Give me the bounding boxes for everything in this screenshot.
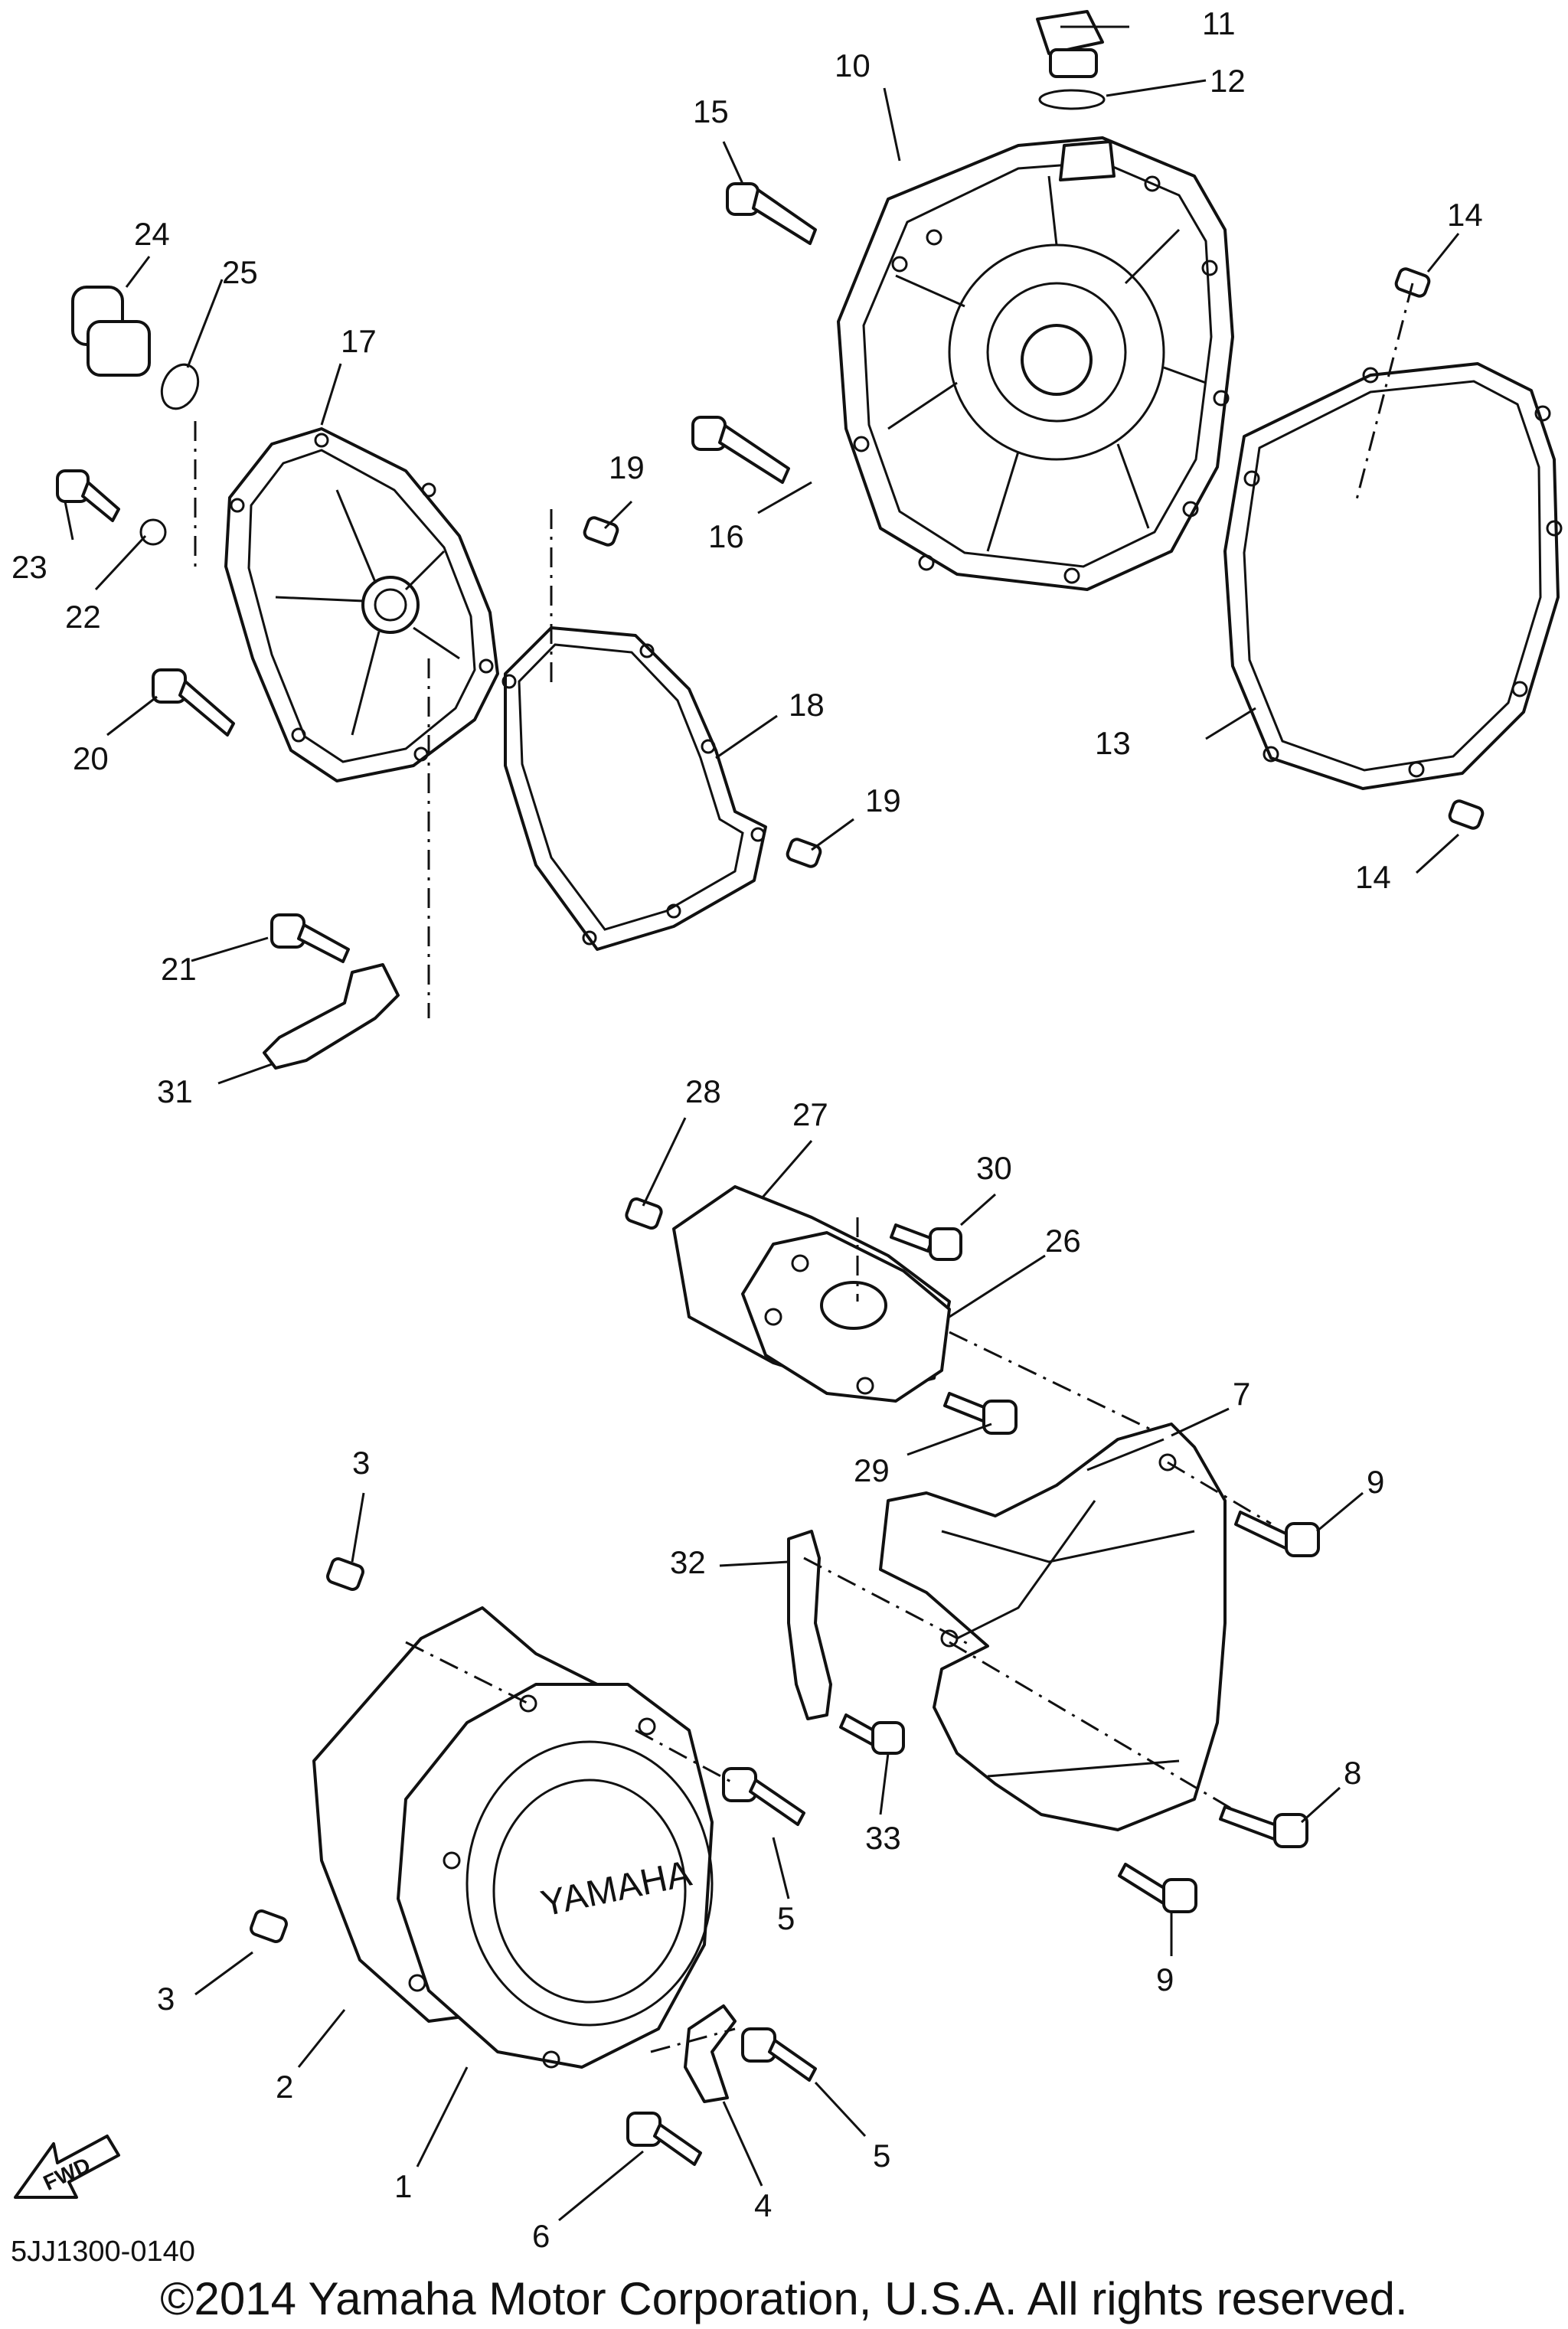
bolt-part-15 [726,182,817,245]
dowel-pin-part-28 [625,1197,663,1230]
callout-20: 20 [73,740,109,776]
bolt-part-9-bottom [1118,1863,1197,1913]
callout-leaders [64,25,1460,2222]
bolt-part-21 [270,913,350,963]
callout-6: 6 [532,2218,550,2254]
callout-10: 10 [835,47,871,83]
callout-1: 1 [394,2168,412,2204]
callout-19-bottom: 19 [865,782,901,818]
dowel-pin-part-14-bottom [1448,799,1485,830]
callout-5-top: 5 [777,1900,795,1936]
callout-32: 32 [670,1544,706,1580]
plug-part-24 [71,286,151,377]
bolt-part-33 [839,1713,905,1755]
copyright-notice: ©2014 Yamaha Motor Corporation, U.S.A. A… [160,2273,1408,2324]
bracket-part-31 [263,963,400,1070]
callout-29: 29 [854,1452,890,1488]
callout-7: 7 [1233,1376,1250,1412]
forward-direction-arrow: FWD [14,2135,120,2199]
washer-part-22 [139,518,167,546]
callout-23: 23 [11,549,47,585]
callout-3-top: 3 [352,1445,370,1481]
callout-9-top: 9 [1367,1464,1384,1500]
dowel-pin-part-3-bottom [250,1909,288,1943]
callout-9-bottom: 9 [1156,1962,1174,1997]
dowel-pin-part-3-top [326,1557,364,1591]
callout-33: 33 [865,1820,901,1856]
bolt-part-5-bottom [741,2027,817,2082]
callout-17: 17 [341,323,377,359]
callout-14-top: 14 [1447,197,1483,233]
bracket-part-32 [787,1530,832,1720]
callout-19-top: 19 [609,449,645,485]
callout-24: 24 [134,216,170,252]
bolt-part-5-top [722,1767,805,1826]
dowel-pin-part-19-bottom [786,838,822,868]
callout-18: 18 [789,687,825,723]
bolt-part-8 [1219,1805,1308,1848]
callout-14-bottom: 14 [1355,859,1391,895]
callout-11: 11 [1202,5,1236,41]
bolt-part-29 [943,1392,1018,1435]
gasket-part-13 [1223,362,1560,790]
callout-3-bottom: 3 [157,1981,175,2017]
callout-22: 22 [65,599,101,635]
gasket-part-18 [504,626,767,951]
callout-13: 13 [1095,725,1131,761]
clip-part-4 [684,2004,737,2103]
callout-15: 15 [693,93,729,129]
callout-2: 2 [276,2069,293,2105]
bolt-part-23 [56,469,120,522]
diagram-code: 5JJ1300-0140 [11,2236,195,2268]
dowel-pin-part-14-top [1394,267,1431,298]
callout-27: 27 [792,1096,828,1132]
callout-5-bottom: 5 [873,2138,890,2174]
callout-4: 4 [754,2187,772,2223]
cover-part-17 [224,427,499,782]
callout-28: 28 [685,1073,721,1109]
callout-21: 21 [161,951,197,987]
oil-filler-cap-part-11 [1036,10,1104,78]
callout-31: 31 [157,1073,193,1109]
bolt-part-16 [691,416,790,484]
bolt-part-6 [626,2112,702,2166]
callout-12: 12 [1210,63,1246,99]
bolt-part-9-top [1234,1511,1320,1557]
o-ring-part-25 [160,363,200,410]
cover-part-26 [741,1231,951,1403]
callout-16: 16 [708,518,744,554]
crankcase-cover-part-10 [837,136,1234,591]
callout-26: 26 [1045,1223,1081,1259]
sprocket-cover-part-7 [879,1423,1227,1831]
callout-30: 30 [976,1150,1012,1186]
callout-numbers: 11 12 10 15 14 13 14 16 24 25 17 19 23 2… [11,5,1483,2254]
callout-25: 25 [222,254,258,290]
o-ring-part-12 [1038,89,1106,110]
bolt-part-30 [890,1223,962,1261]
bolt-part-20 [152,668,235,737]
callout-8: 8 [1344,1755,1361,1791]
crankcase-cover-part-1: YAMAHA [397,1683,714,2069]
